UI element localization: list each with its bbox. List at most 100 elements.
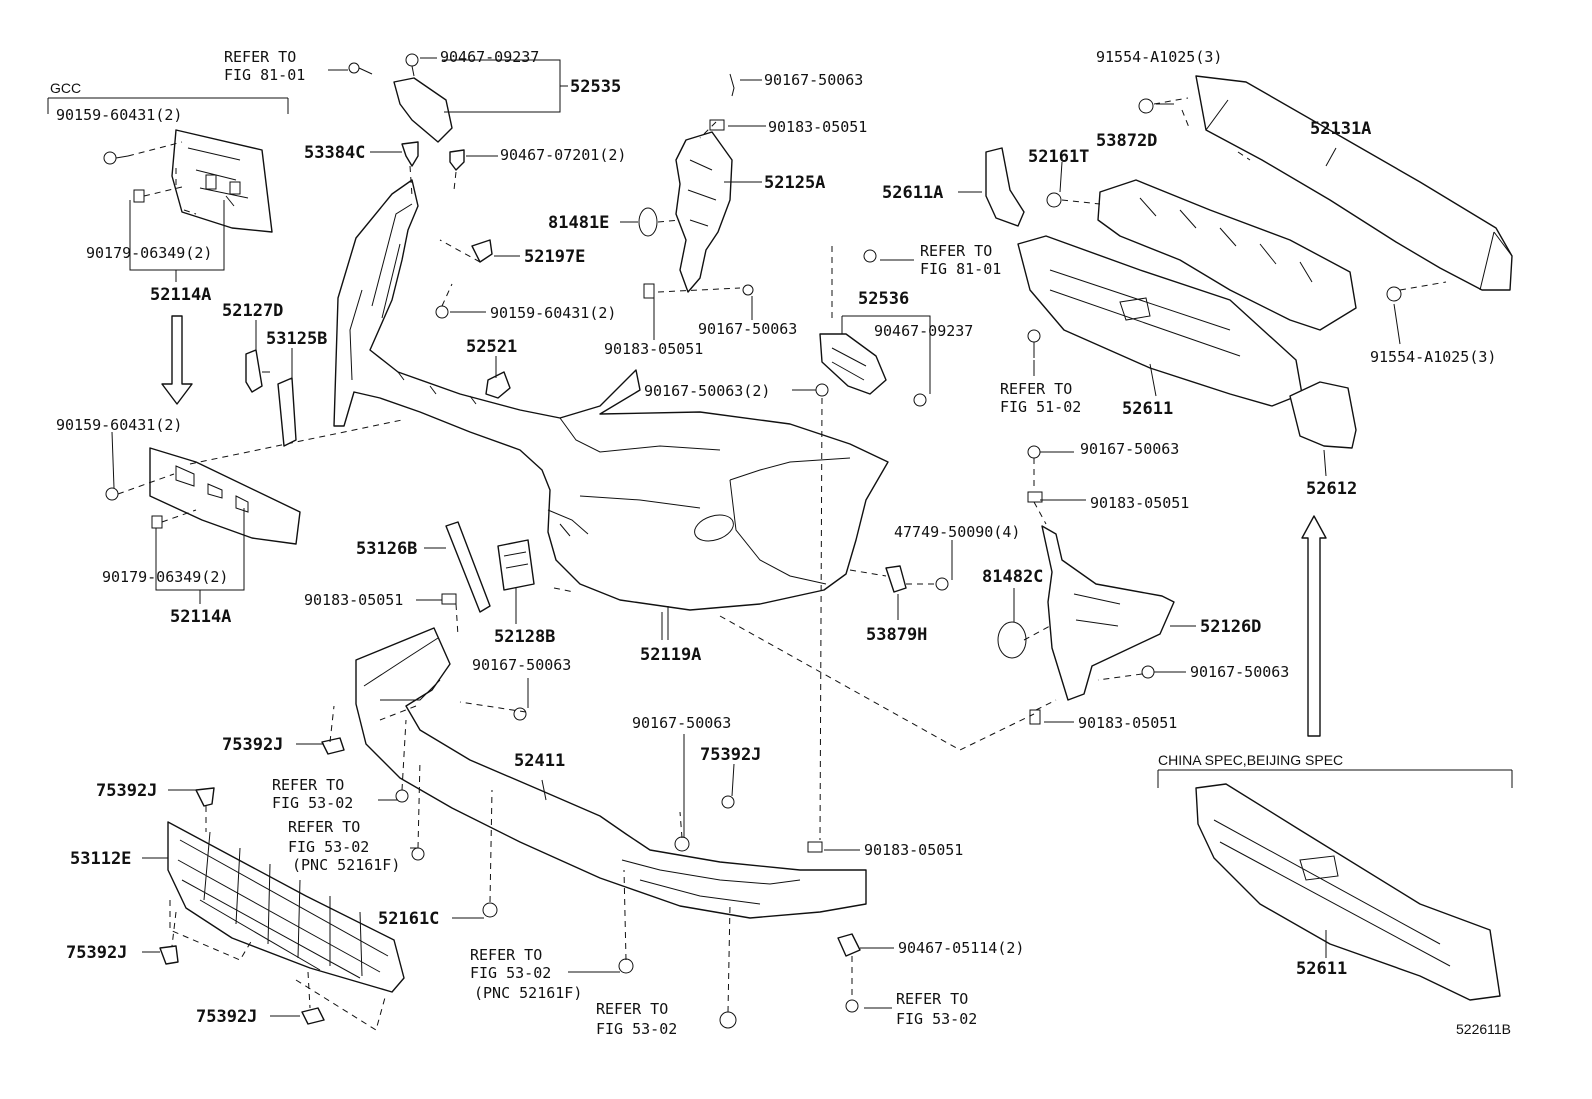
part-52128b[interactable]: 52128B — [494, 627, 555, 647]
part-52536[interactable]: 52536 — [858, 289, 909, 309]
part-90183-05051-c[interactable]: 90183-05051 — [304, 591, 403, 609]
part-52535[interactable]: 52535 — [570, 77, 621, 97]
bracket-52535 — [348, 53, 453, 143]
part-52611-b[interactable]: 52611 — [1296, 959, 1347, 979]
part-90467-09237-b[interactable]: 90467-09237 — [874, 322, 973, 340]
license-bracket-gcc — [103, 129, 273, 233]
part-91554-a1025-a[interactable]: 91554-A1025(3) — [1096, 48, 1222, 66]
part-81482c[interactable]: 81482C — [982, 567, 1043, 587]
figure-id: 522611B — [1456, 1021, 1511, 1037]
bumper-cover — [333, 179, 889, 611]
reflector-left — [245, 349, 297, 447]
part-52197e[interactable]: 52197E — [524, 247, 585, 267]
part-90167-50063-b[interactable]: 90167-50063 — [698, 320, 797, 338]
refer-fig-53-02-d-line2[interactable]: FIG 53-02 — [596, 1020, 677, 1038]
part-53384c[interactable]: 53384C — [304, 143, 365, 163]
clip-group-top — [401, 141, 493, 319]
part-90167-50063-2[interactable]: 90167-50063(2) — [644, 382, 770, 400]
part-53872d[interactable]: 53872D — [1096, 131, 1157, 151]
part-90183-05051-f[interactable]: 90183-05051 — [864, 841, 963, 859]
refer-fig-51-02-line2[interactable]: FIG 51-02 — [1000, 398, 1081, 416]
part-90159-60431-c[interactable]: 90159-60431(2) — [56, 416, 182, 434]
part-52161t[interactable]: 52161T — [1028, 147, 1089, 167]
part-52125a[interactable]: 52125A — [764, 173, 825, 193]
arrow-up-icon — [1301, 515, 1327, 737]
refer-fig-81-01-a-line1[interactable]: REFER TO — [224, 48, 296, 66]
refer-fig-53-02-b-line1[interactable]: REFER TO — [288, 818, 360, 836]
part-90183-05051-a[interactable]: 90183-05051 — [768, 118, 867, 136]
part-53126b[interactable]: 53126B — [356, 539, 417, 559]
bumper-reinforcement — [1138, 75, 1513, 302]
group-bracket-china — [1157, 769, 1513, 788]
refer-fig-53-02-c-line3[interactable]: (PNC 52161F) — [474, 984, 582, 1002]
refer-fig-53-02-b-line3[interactable]: (PNC 52161F) — [292, 856, 400, 874]
part-52114a-b[interactable]: 52114A — [170, 607, 231, 627]
part-90467-07201[interactable]: 90467-07201(2) — [500, 146, 626, 164]
part-52131a[interactable]: 52131A — [1310, 119, 1371, 139]
part-52612[interactable]: 52612 — [1306, 479, 1357, 499]
part-52521[interactable]: 52521 — [466, 337, 517, 357]
refer-fig-51-02-line1[interactable]: REFER TO — [1000, 380, 1072, 398]
part-75392j-c[interactable]: 75392J — [96, 781, 157, 801]
part-52126d[interactable]: 52126D — [1200, 617, 1261, 637]
part-75392j-a[interactable]: 75392J — [222, 735, 283, 755]
part-90183-05051-d[interactable]: 90183-05051 — [1090, 494, 1189, 512]
part-47749-50090[interactable]: 47749-50090(4) — [894, 523, 1020, 541]
part-90167-50063-f[interactable]: 90167-50063 — [632, 714, 731, 732]
part-90167-50063-a[interactable]: 90167-50063 — [764, 71, 863, 89]
part-90167-50063-e[interactable]: 90167-50063 — [472, 656, 571, 674]
part-75392j-e[interactable]: 75392J — [196, 1007, 257, 1027]
part-52411[interactable]: 52411 — [514, 751, 565, 771]
leader-lines — [111, 57, 1401, 1017]
reflector-lower — [441, 521, 535, 637]
refer-fig-53-02-e-line2[interactable]: FIG 53-02 — [896, 1010, 977, 1028]
part-90467-09237-a[interactable]: 90467-09237 — [440, 48, 539, 66]
refer-fig-53-02-d-line1[interactable]: REFER TO — [596, 1000, 668, 1018]
group-label-china-spec: CHINA SPEC,BEIJING SPEC — [1158, 752, 1343, 768]
part-52119a[interactable]: 52119A — [640, 645, 701, 665]
part-90179-06349-b[interactable]: 90179-06349(2) — [102, 568, 228, 586]
bracket-52536 — [815, 246, 927, 841]
part-53125b[interactable]: 53125B — [266, 329, 327, 349]
refer-fig-81-01-a-line2[interactable]: FIG 81-01 — [224, 66, 305, 84]
part-labels: GCC CHINA SPEC,BEIJING SPEC REFER TO FIG… — [50, 48, 1511, 1038]
part-90183-05051-b[interactable]: 90183-05051 — [604, 340, 703, 358]
refer-fig-81-01-b-line2[interactable]: FIG 81-01 — [920, 260, 1001, 278]
bottom-clips — [395, 615, 1035, 1029]
refer-fig-81-01-b-line1[interactable]: REFER TO — [920, 242, 992, 260]
part-90183-05051-e[interactable]: 90183-05051 — [1078, 714, 1177, 732]
part-75392j-b[interactable]: 75392J — [700, 745, 761, 765]
china-spec-absorber — [1195, 783, 1501, 1001]
refer-fig-53-02-c-line2[interactable]: FIG 53-02 — [470, 964, 551, 982]
part-90159-60431-a[interactable]: 90159-60431(2) — [56, 106, 182, 124]
license-bracket-lower — [105, 419, 403, 545]
retainer-52521 — [485, 371, 511, 399]
part-53879h[interactable]: 53879H — [866, 625, 927, 645]
refer-fig-53-02-b-line2[interactable]: FIG 53-02 — [288, 838, 369, 856]
part-91554-a1025-b[interactable]: 91554-A1025(3) — [1370, 348, 1496, 366]
part-52161c[interactable]: 52161C — [378, 909, 439, 929]
arrow-down-icon — [161, 315, 193, 405]
part-90467-05114[interactable]: 90467-05114(2) — [898, 939, 1024, 957]
part-52611a[interactable]: 52611A — [882, 183, 943, 203]
part-90167-50063-c[interactable]: 90167-50063 — [1080, 440, 1179, 458]
part-90167-50063-d[interactable]: 90167-50063 — [1190, 663, 1289, 681]
energy-absorber-lower — [985, 147, 1357, 449]
refer-fig-53-02-c-line1[interactable]: REFER TO — [470, 946, 542, 964]
refer-fig-53-02-a-line2[interactable]: FIG 53-02 — [272, 794, 353, 812]
part-52114a-a[interactable]: 52114A — [150, 285, 211, 305]
refer-fig-53-02-e-line1[interactable]: REFER TO — [896, 990, 968, 1008]
part-81481e[interactable]: 81481E — [548, 213, 609, 233]
part-90179-06349-a[interactable]: 90179-06349(2) — [86, 244, 212, 262]
part-90159-60431-b[interactable]: 90159-60431(2) — [490, 304, 616, 322]
part-52611-a[interactable]: 52611 — [1122, 399, 1173, 419]
part-53112e[interactable]: 53112E — [70, 849, 131, 869]
part-52127d[interactable]: 52127D — [222, 301, 283, 321]
refer-fig-53-02-a-line1[interactable]: REFER TO — [272, 776, 344, 794]
part-75392j-d[interactable]: 75392J — [66, 943, 127, 963]
lower-spoiler — [355, 627, 867, 919]
energy-absorber-upper — [1046, 179, 1357, 331]
group-bracket-gcc — [47, 97, 289, 114]
